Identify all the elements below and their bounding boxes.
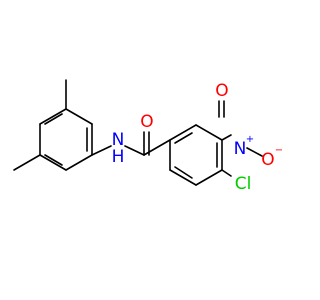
nitro-oxygen-upper-label: O <box>215 81 228 101</box>
nitro-oxygen-lower-label: O <box>261 150 274 170</box>
nitro-group <box>218 100 263 157</box>
nitro-oxygen-charge: − <box>275 145 283 156</box>
bond <box>65 108 93 125</box>
bond <box>174 132 193 144</box>
bond <box>246 147 263 157</box>
bond <box>221 134 232 141</box>
bond <box>124 145 145 156</box>
bond <box>174 166 193 179</box>
bond <box>143 139 171 156</box>
amide-hydrogen-label: H <box>112 147 125 167</box>
nitro-nitrogen-charge: + <box>246 134 254 145</box>
bond <box>39 154 67 171</box>
methyl-bond <box>13 154 41 171</box>
bond <box>44 113 63 125</box>
nitro-nitrogen-label: N <box>234 139 247 159</box>
molecule-diagram: O N H N + O O − Cl <box>13 79 283 194</box>
bond <box>169 124 197 141</box>
amide-linkage <box>91 131 171 156</box>
bond <box>91 145 112 156</box>
chloronitrophenyl-ring <box>169 124 232 186</box>
chlorine-label: Cl <box>235 174 252 194</box>
bond <box>39 108 67 125</box>
bond <box>44 154 63 166</box>
bond <box>195 124 223 141</box>
amide-nitrogen-label: N <box>112 130 125 150</box>
bond <box>195 169 223 186</box>
amide-oxygen-label: O <box>140 112 153 132</box>
bond <box>169 169 197 186</box>
bond <box>221 169 232 177</box>
dimethylphenyl-ring <box>13 79 93 171</box>
bond <box>65 154 93 171</box>
